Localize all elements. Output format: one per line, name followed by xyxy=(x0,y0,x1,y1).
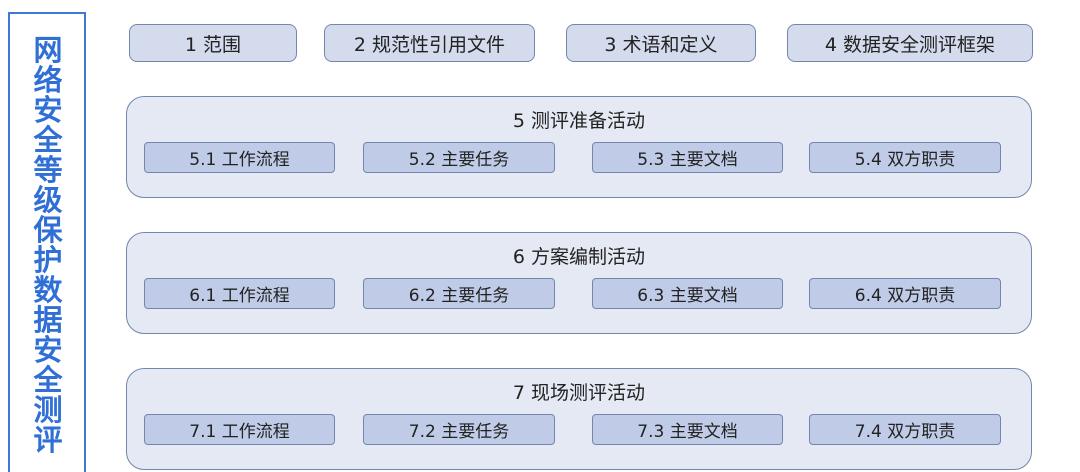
box-terms-definitions: 3 术语和定义 xyxy=(566,24,756,62)
sub-box-main-tasks: 7.2 主要任务 xyxy=(363,414,555,445)
side-title: 网络安全等级保护数据安全测评 xyxy=(33,33,63,457)
sub-box-workflow: 7.1 工作流程 xyxy=(144,414,335,445)
section-plan-compilation: 6 方案编制活动 6.1 工作流程 6.2 主要任务 6.3 主要文档 6.4 … xyxy=(126,232,1032,334)
sub-box-main-tasks: 6.2 主要任务 xyxy=(363,278,555,309)
sub-box-main-documents: 5.3 主要文档 xyxy=(592,142,783,173)
box-framework: 4 数据安全测评框架 xyxy=(787,24,1033,62)
sub-box-workflow: 5.1 工作流程 xyxy=(144,142,335,173)
sub-box-responsibilities: 7.4 双方职责 xyxy=(809,414,1001,445)
sub-box-workflow: 6.1 工作流程 xyxy=(144,278,335,309)
box-normative-references: 2 规范性引用文件 xyxy=(324,24,535,62)
section-title: 5 测评准备活动 xyxy=(512,110,646,132)
side-title-frame xyxy=(8,12,86,472)
sub-box-main-tasks: 5.2 主要任务 xyxy=(363,142,555,173)
section-title: 7 现场测评活动 xyxy=(512,382,646,404)
section-title: 6 方案编制活动 xyxy=(512,246,646,268)
section-onsite-evaluation: 7 现场测评活动 7.1 工作流程 7.2 主要任务 7.3 主要文档 7.4 … xyxy=(126,368,1032,470)
sub-box-main-documents: 7.3 主要文档 xyxy=(592,414,783,445)
sub-box-main-documents: 6.3 主要文档 xyxy=(592,278,783,309)
sub-box-responsibilities: 6.4 双方职责 xyxy=(809,278,1001,309)
box-scope: 1 范围 xyxy=(129,24,297,62)
sub-box-responsibilities: 5.4 双方职责 xyxy=(809,142,1001,173)
section-preparation: 5 测评准备活动 5.1 工作流程 5.2 主要任务 5.3 主要文档 5.4 … xyxy=(126,96,1032,198)
